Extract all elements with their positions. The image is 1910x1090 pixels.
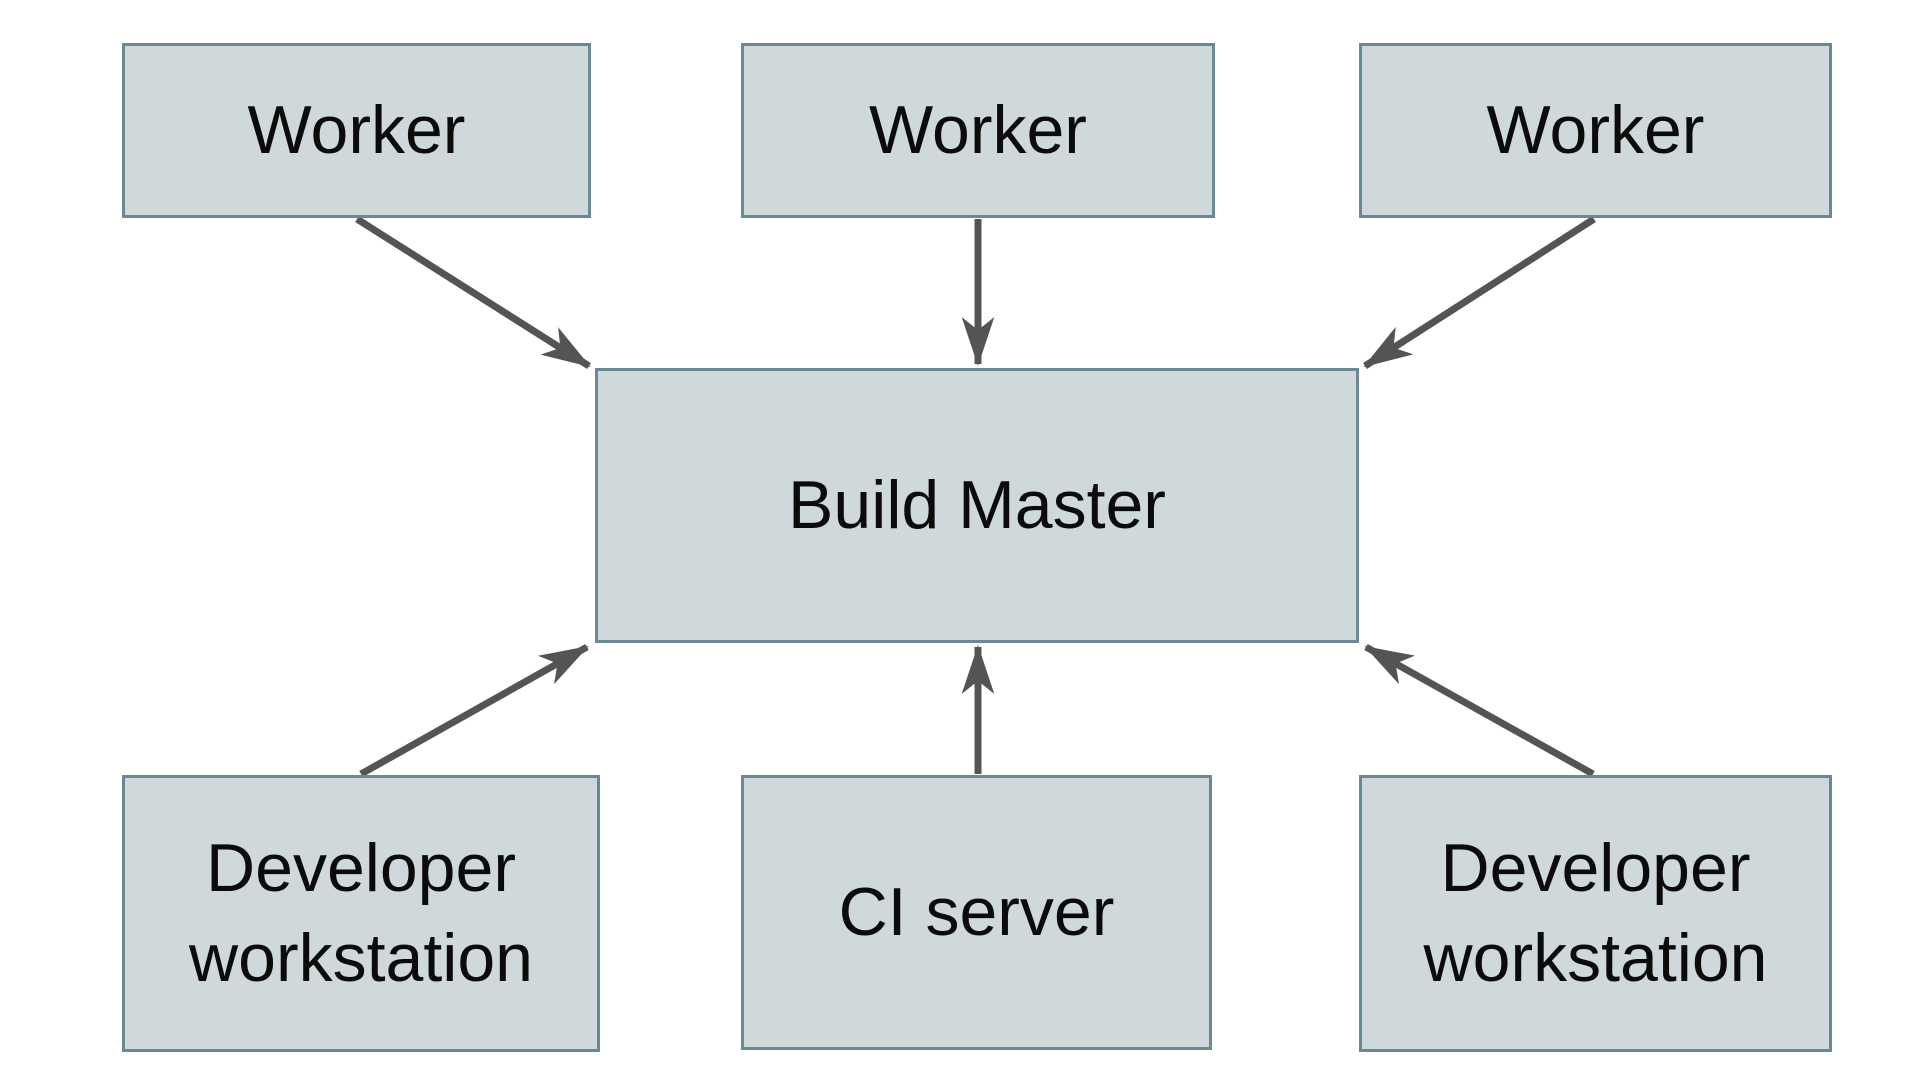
node-worker-2-label: Worker [869, 91, 1087, 168]
node-ci-server-label: CI server [838, 873, 1115, 950]
node-ci-server: CI server [741, 775, 1212, 1050]
node-build-master-label: Build Master [788, 466, 1166, 543]
node-developer-workstation-right-label: Developer workstation [1423, 829, 1768, 996]
arrow-dev-ws-left-to-build-master [359, 643, 589, 778]
node-worker-2: Worker [741, 43, 1215, 218]
node-build-master: Build Master [595, 368, 1359, 643]
node-developer-workstation-left-label: Developer workstation [189, 829, 533, 996]
node-worker-3: Worker [1359, 43, 1832, 218]
node-developer-workstation-left: Developer workstation [122, 775, 600, 1052]
node-worker-1: Worker [122, 43, 591, 218]
arrow-worker3-to-build-master [1363, 216, 1596, 369]
node-worker-1-label: Worker [247, 91, 466, 168]
arrow-dev-ws-right-to-build-master [1364, 643, 1595, 778]
node-developer-workstation-right: Developer workstation [1359, 775, 1832, 1052]
arrow-worker1-to-build-master [355, 216, 591, 369]
node-worker-3-label: Worker [1486, 91, 1705, 168]
